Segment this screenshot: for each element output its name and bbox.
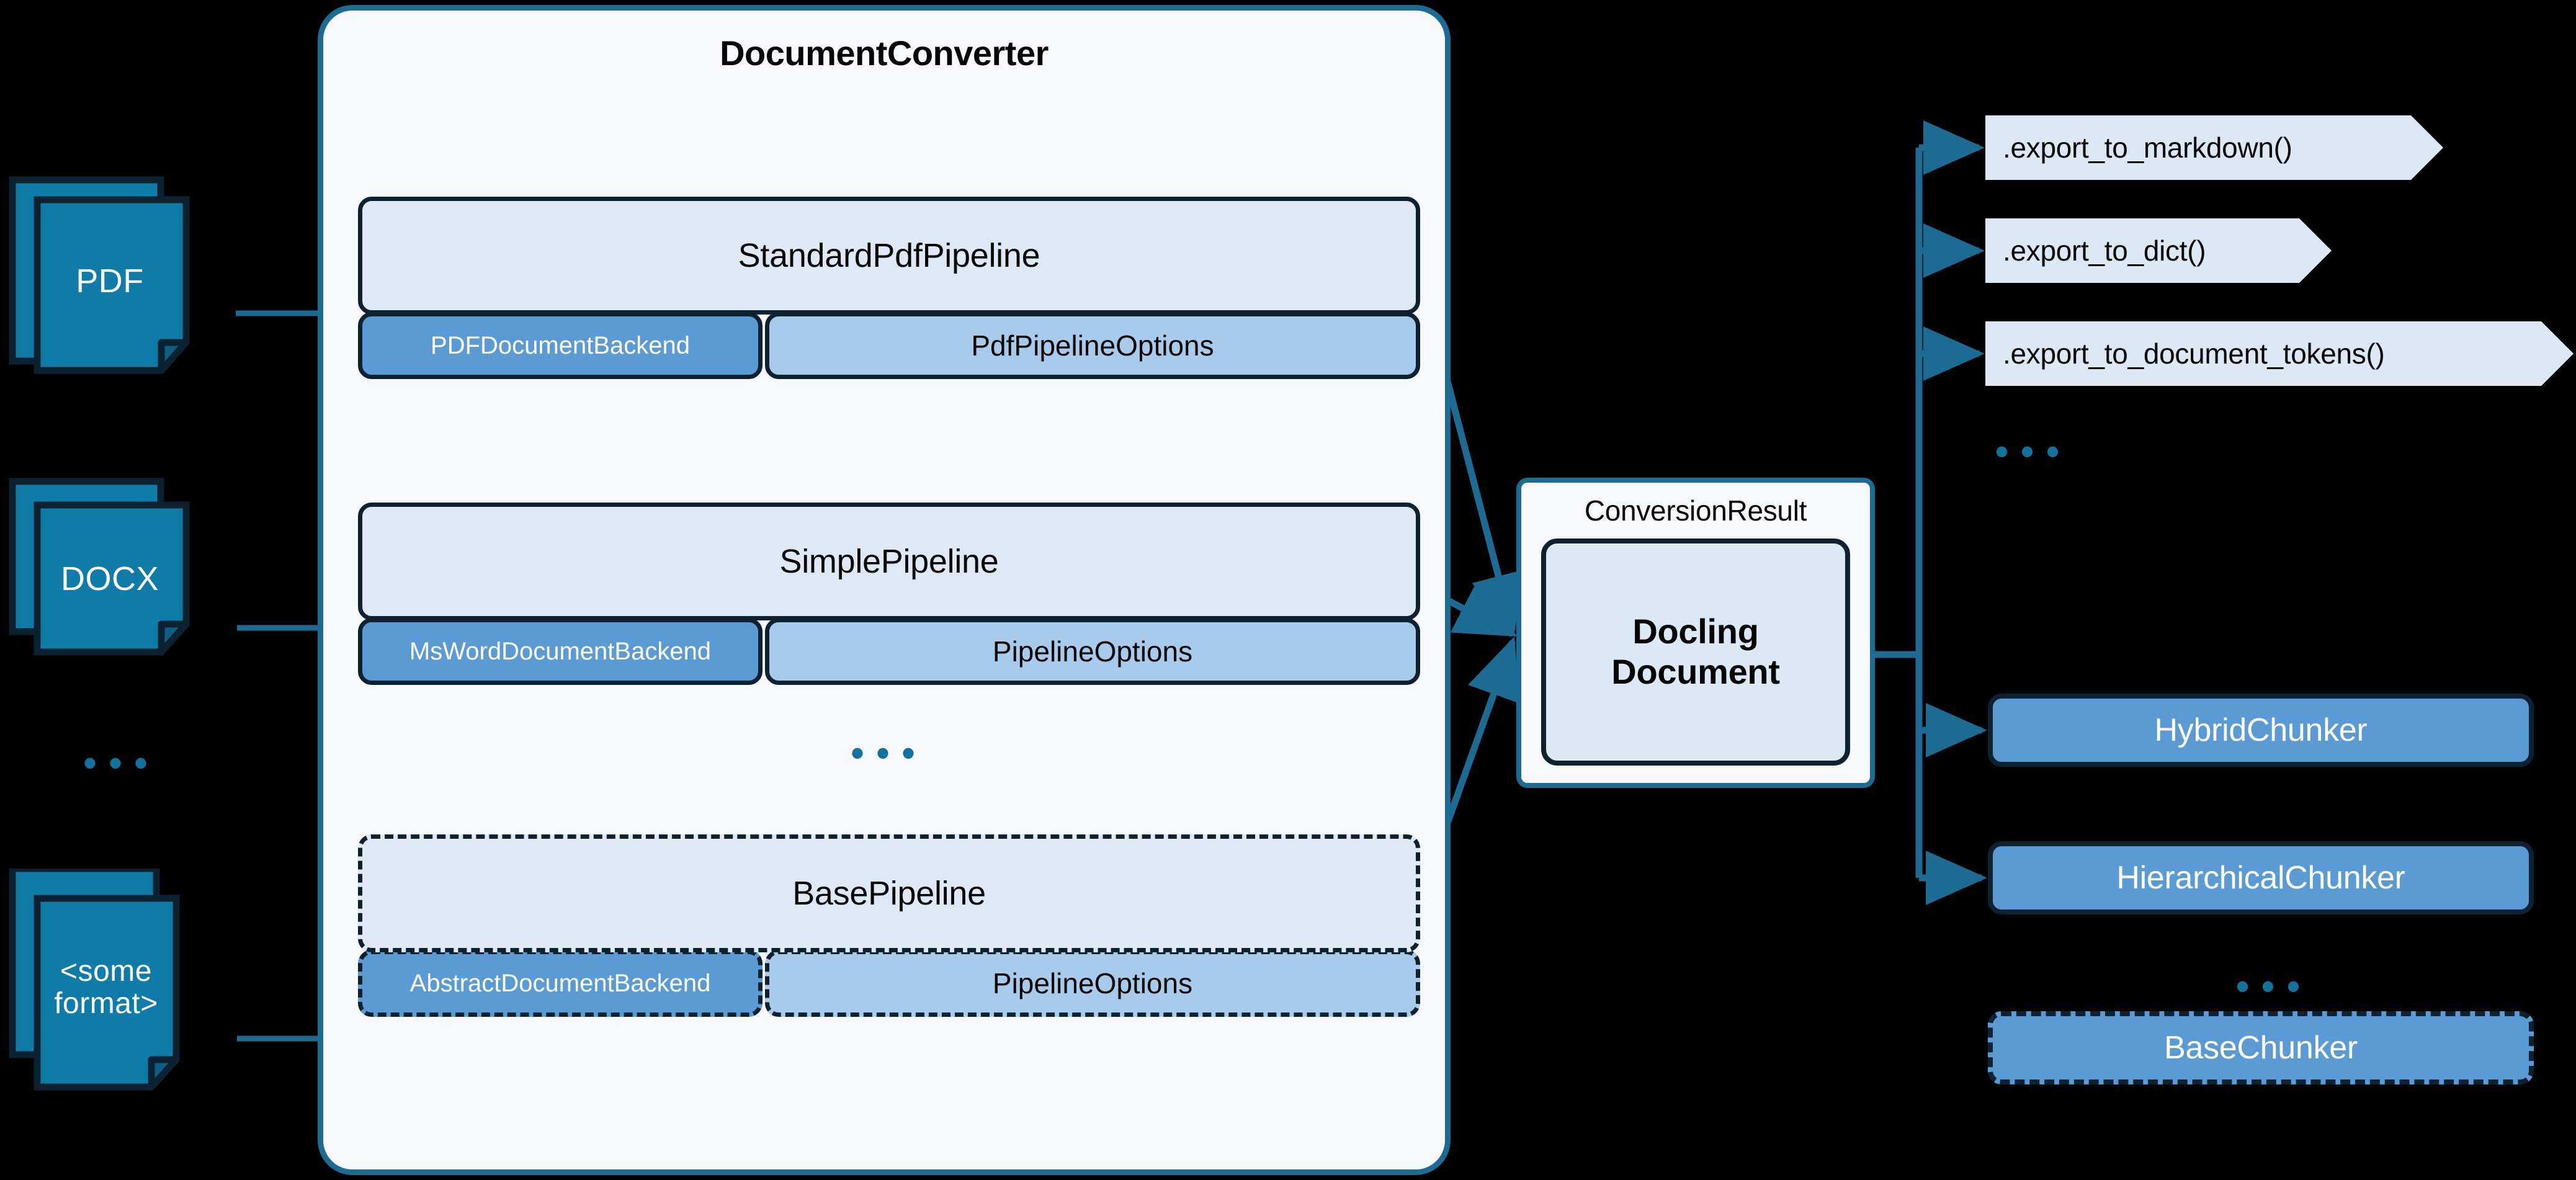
generic-document-icon[interactable]: <some format>: [7, 869, 243, 1117]
options-pdfpipelineoptions[interactable]: PdfPipelineOptions: [765, 312, 1420, 379]
docling-document-line-1: Docling: [1632, 612, 1759, 651]
pipeline-header-basepipeline[interactable]: BasePipeline: [358, 834, 1420, 952]
pipeline-name-label: SimplePipeline: [779, 543, 999, 580]
pipeline-name-label: StandardPdfPipeline: [738, 237, 1040, 274]
options-pipelineoptions[interactable]: PipelineOptions: [765, 618, 1420, 685]
document-converter-container: DocumentConverter StandardPdfPipeline PD…: [318, 5, 1451, 1175]
chunker-basechunker[interactable]: BaseChunker: [1988, 1011, 2534, 1084]
docx-document-icon[interactable]: DOCX: [7, 469, 237, 705]
conversion-result-title: ConversionResult: [1584, 494, 1807, 527]
chunkers-ellipsis: • • •: [2236, 965, 2303, 1007]
chunker-hybridchunker[interactable]: HybridChunker: [1988, 694, 2534, 767]
docling-document-box[interactable]: Docling Document: [1541, 539, 1850, 766]
converter-ellipsis: • • •: [851, 732, 918, 774]
pipeline-simplepipeline[interactable]: SimplePipeline MsWordDocumentBackend Pip…: [358, 503, 1420, 685]
pipeline-header-simplepipeline[interactable]: SimplePipeline: [358, 503, 1420, 620]
exports-ellipsis: • • •: [1995, 431, 2062, 472]
pipeline-standardpdfpipeline[interactable]: StandardPdfPipeline PDFDocumentBackend P…: [358, 197, 1420, 379]
pipeline-members-row: PDFDocumentBackend PdfPipelineOptions: [358, 312, 1420, 379]
pipeline-header-standardpdfpipeline[interactable]: StandardPdfPipeline: [358, 197, 1420, 315]
pipeline-members-row: MsWordDocumentBackend PipelineOptions: [358, 618, 1420, 685]
pipeline-name-label: BasePipeline: [792, 875, 986, 912]
document-converter-title: DocumentConverter: [720, 34, 1049, 73]
options-pipelineoptions-abstract[interactable]: PipelineOptions: [765, 950, 1420, 1017]
export-to-markdown-chevron[interactable]: .export_to_markdown(): [1985, 115, 2443, 180]
backend-pdfdocumentbackend[interactable]: PDFDocumentBackend: [358, 312, 763, 379]
input-ellipsis: • • •: [83, 742, 150, 784]
pipeline-basepipeline[interactable]: BasePipeline AbstractDocumentBackend Pip…: [358, 834, 1420, 1017]
pipeline-members-row: AbstractDocumentBackend PipelineOptions: [358, 950, 1420, 1017]
pdf-document-icon[interactable]: PDF: [7, 156, 237, 392]
export-to-document-tokens-chevron[interactable]: .export_to_document_tokens(): [1985, 321, 2574, 386]
export-to-dict-chevron[interactable]: .export_to_dict(): [1985, 218, 2332, 283]
backend-abstractdocumentbackend[interactable]: AbstractDocumentBackend: [358, 950, 763, 1017]
docling-document-line-2: Document: [1611, 652, 1780, 691]
backend-msworddocumentbackend[interactable]: MsWordDocumentBackend: [358, 618, 763, 685]
chunker-hierarchicalchunker[interactable]: HierarchicalChunker: [1988, 841, 2534, 914]
conversion-result-container: ConversionResult Docling Document: [1516, 478, 1875, 788]
